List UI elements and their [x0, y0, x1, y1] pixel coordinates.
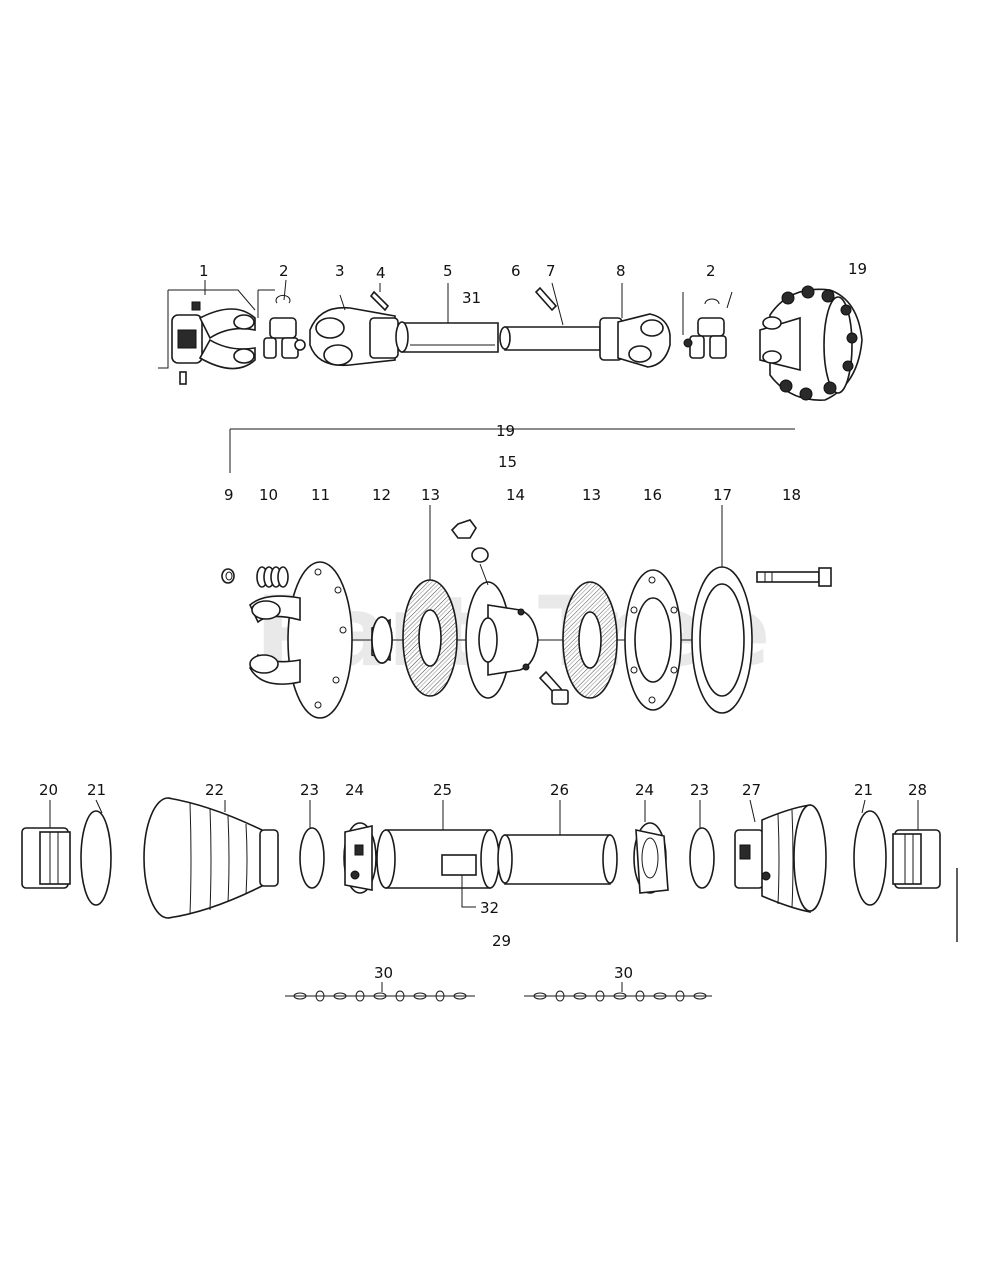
part-16-pressure-plate [624, 569, 682, 711]
label-6: 6 [511, 262, 521, 280]
label-18: 18 [782, 486, 801, 504]
part-30-chain-left [285, 982, 475, 1002]
label-13b: 13 [582, 486, 601, 504]
label-15: 15 [498, 453, 517, 471]
part-7-pin [534, 282, 564, 326]
label-26: 26 [550, 781, 569, 799]
label-20: 20 [39, 781, 58, 799]
label-13a: 13 [421, 486, 440, 504]
part-5-outer-tube [395, 283, 499, 353]
middle-row-clutch-parts [221, 505, 832, 719]
label-31: 31 [462, 289, 481, 307]
label-5: 5 [443, 262, 453, 280]
part-21-ring-right [853, 799, 887, 906]
part-26-inner-guard-tube [497, 800, 618, 885]
label-1: 1 [199, 262, 209, 280]
part-24-bearing-left [343, 822, 377, 894]
part-19-clutch-assembly [759, 285, 863, 401]
label-14: 14 [506, 486, 525, 504]
part-10-spring [256, 566, 289, 588]
label-17: 17 [713, 486, 732, 504]
label-30b: 30 [614, 964, 633, 982]
label-4: 4 [376, 264, 386, 282]
part-24-bearing-right [633, 800, 669, 894]
label-21a: 21 [87, 781, 106, 799]
part-17-outer-ring [691, 566, 753, 714]
label-29: 29 [492, 932, 511, 950]
label-24b: 24 [635, 781, 654, 799]
callout-labels: 1 2 3 4 5 6 7 2 19 31 8 19 15 9 10 11 12… [39, 260, 927, 982]
label-30a: 30 [374, 964, 393, 982]
part-8-inner-yoke [599, 283, 671, 368]
bottom-row-guard-parts [21, 797, 958, 942]
part-2-cross-right [683, 298, 727, 359]
label-28: 28 [908, 781, 927, 799]
part-30-chain-right [524, 982, 712, 1002]
part-9-snap-ring [221, 568, 235, 584]
label-23a: 23 [300, 781, 319, 799]
label-11: 11 [311, 486, 330, 504]
part-13-friction-disc-right [562, 581, 618, 699]
label-12: 12 [372, 486, 391, 504]
part-2-cross-left [257, 289, 306, 359]
part-14-hub [450, 519, 569, 705]
part-6-inner-tube [499, 326, 601, 351]
label-9: 9 [224, 486, 234, 504]
part-18-bolt [756, 567, 832, 587]
part-11-flange-yoke [249, 561, 353, 719]
part-23-ring-right [689, 800, 715, 889]
label-19-bracket: 19 [496, 422, 515, 440]
part-27-guard-cone-right [734, 799, 827, 913]
part-22-guard-cone [143, 797, 279, 919]
label-16: 16 [643, 486, 662, 504]
part-21-ring-left [80, 799, 112, 906]
label-21b: 21 [854, 781, 873, 799]
clutch-bracket [229, 428, 795, 473]
label-19-top: 19 [848, 260, 867, 278]
label-2b: 2 [706, 262, 716, 280]
label-8: 8 [616, 262, 626, 280]
part-12-bushing [371, 616, 393, 664]
part-4-pin [369, 283, 390, 312]
label-25: 25 [433, 781, 452, 799]
part-20-bearing-left [21, 800, 71, 889]
label-10: 10 [259, 486, 278, 504]
part-23-ring-left [299, 800, 325, 889]
label-27: 27 [742, 781, 761, 799]
label-24a: 24 [345, 781, 364, 799]
part-1-yoke [171, 301, 256, 385]
label-22: 22 [205, 781, 224, 799]
part-13-friction-disc-left [402, 579, 458, 697]
label-7: 7 [546, 262, 556, 280]
top-row-drive-shaft [158, 279, 863, 401]
label-2a: 2 [279, 262, 289, 280]
part-25-outer-guard-tube [376, 800, 500, 908]
part-3-outer-yoke [309, 294, 399, 367]
label-23b: 23 [690, 781, 709, 799]
label-32: 32 [480, 899, 499, 917]
label-3: 3 [335, 262, 345, 280]
part-28-bearing-right [892, 800, 941, 889]
